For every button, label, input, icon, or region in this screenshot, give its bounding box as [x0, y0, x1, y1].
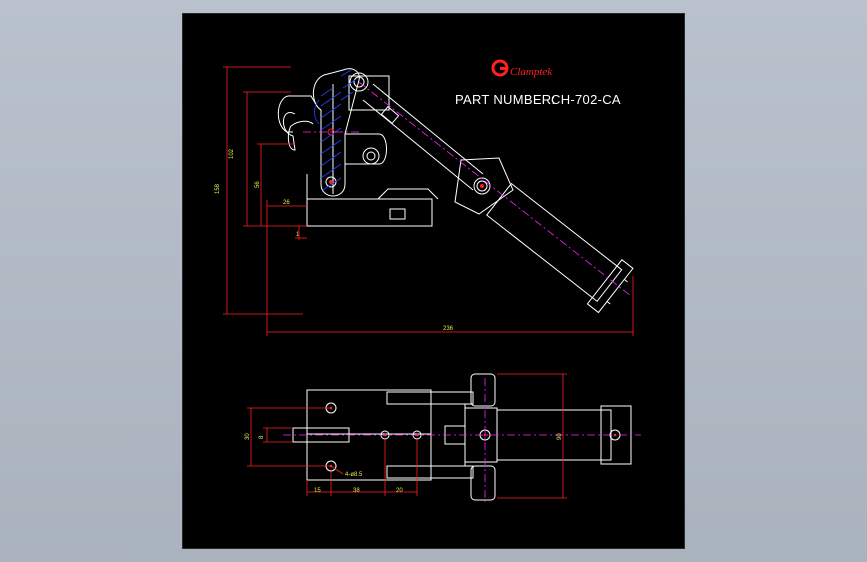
top-centerlines: [283, 378, 641, 502]
dim-90: 90: [557, 433, 563, 440]
top-hole-centers: [329, 406, 617, 468]
dim-8: 8: [259, 435, 265, 439]
dim-26: 26: [283, 200, 290, 206]
dim-15: 15: [314, 488, 321, 494]
link-plate: [348, 75, 390, 111]
dim-56: 56: [255, 181, 261, 188]
dim-158: 158: [215, 183, 221, 194]
cad-drawing: Clamptek PART NUMBER: CH-702-CA: [215, 59, 641, 502]
brand-name: Clamptek: [510, 66, 553, 78]
centerlines: [303, 81, 632, 297]
dim-20: 20: [396, 488, 403, 494]
part-number-label: PART NUMBER:: [455, 92, 555, 107]
dim-102: 102: [229, 148, 235, 159]
piston-rod: [362, 83, 484, 191]
top-view: [292, 373, 632, 501]
part-number-value: CH-702-CA: [551, 92, 621, 107]
pivot-pin-mid: [362, 147, 380, 165]
base-plate: [306, 198, 433, 227]
cad-viewport[interactable]: Clamptek PART NUMBER: CH-702-CA: [182, 13, 685, 549]
clevis-block: [454, 157, 514, 215]
clevis-pin: [473, 177, 491, 195]
handle-hook: [283, 112, 314, 151]
clamp-arm: [312, 68, 360, 197]
dim-38: 38: [353, 488, 360, 494]
section-hatch: [314, 69, 356, 191]
side-dimensions: [223, 66, 634, 336]
dim-holes: 4-ø8.5: [345, 472, 363, 478]
dim-1: 1: [296, 232, 300, 238]
brand-logo: Clamptek: [491, 59, 553, 78]
air-cylinder: [486, 182, 634, 314]
dim-30: 30: [245, 433, 251, 440]
pivot-pin-top: [349, 72, 369, 92]
side-view: [277, 68, 634, 314]
dim-236: 236: [443, 326, 454, 332]
top-dimensions: [247, 373, 567, 499]
